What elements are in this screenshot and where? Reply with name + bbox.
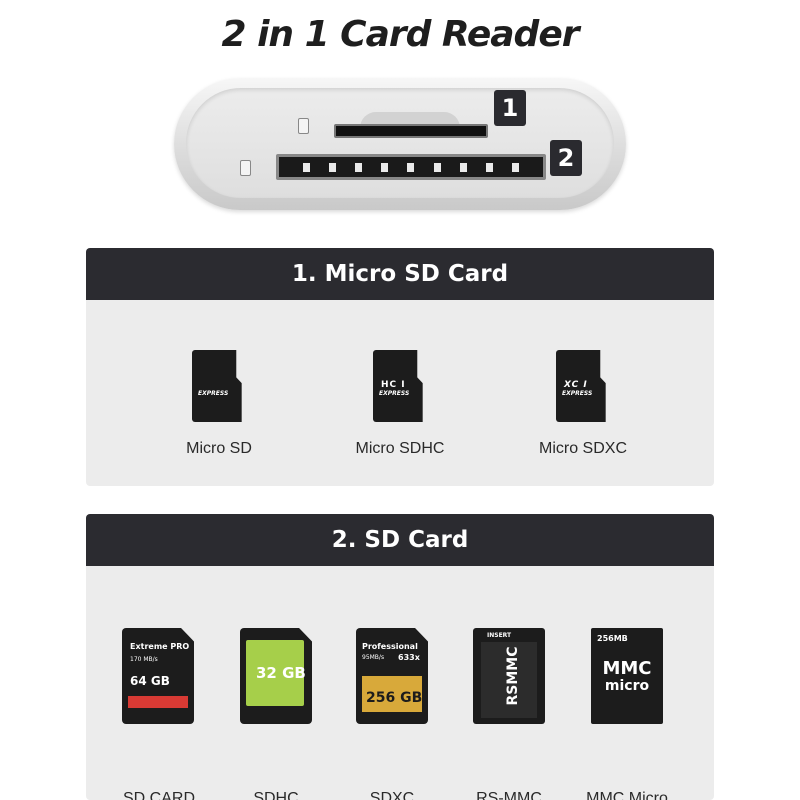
sdhc-card-icon: 32 GB [240,628,312,724]
micro-sd-panel-body: EXPRESS Micro SD HC I EXPRESS Micro SDHC… [86,300,714,486]
micro-sdxc-label: Micro SDXC [538,440,627,457]
sdxc-card-icon: Professional 95MB/s 633x 256 GB [356,628,428,724]
micro-sdhc-card-icon: HC I EXPRESS [373,350,423,422]
rs-mmc-label: RS-MMC [476,790,542,800]
mmc-micro-label: MMC Micro [586,790,668,800]
page-title: 2 in 1 Card Reader [221,14,579,55]
device-face [186,88,614,198]
micro-sd-panel-header: 1. Micro SD Card [86,248,714,300]
micro-sd-panel: 1. Micro SD Card EXPRESS Micro SD HC I E… [86,248,714,486]
sd-slot-icon [240,160,251,176]
micro-sdhc-label: Micro SDHC [355,440,445,457]
sd-panel-body: Extreme PRO 170 MB/s 64 GB SD CARD 32 GB… [86,566,714,800]
slot-1-badge: 1 [494,90,526,126]
micro-sdxc-card-icon: XC I EXPRESS [556,350,606,422]
sd-panel: 2. SD Card Extreme PRO 170 MB/s 64 GB SD… [86,514,714,800]
microsd-slot [334,124,488,138]
sd-panel-header: 2. SD Card [86,514,714,566]
slot-2-badge: 2 [550,140,582,176]
sdxc-label: SDXC [369,790,415,800]
rs-mmc-card-icon: INSERT RSMMC [473,628,545,724]
sd-card-icon: Extreme PRO 170 MB/s 64 GB [122,628,194,724]
sd-slot [276,154,546,180]
micro-sd-card-icon: EXPRESS [192,350,242,422]
sdhc-label: SDHC [253,790,299,800]
mmc-micro-card-icon: 256MB MMC micro [591,628,663,724]
microsd-slot-icon [298,118,309,134]
micro-sd-label: Micro SD [186,440,252,457]
sd-card-label: SD CARD [122,790,195,800]
